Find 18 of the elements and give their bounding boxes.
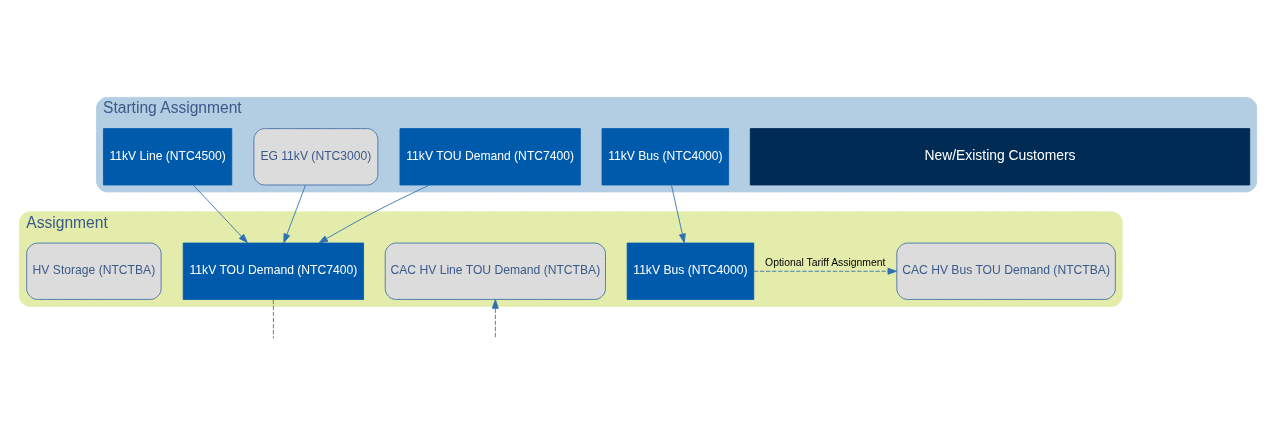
node-box: 11kV Bus (NTC4000) (601, 128, 730, 186)
arrow (193, 184, 248, 244)
node-box: 11kV TOU Demand (NTC7400) (182, 242, 364, 300)
arrow (753, 267, 898, 275)
arrow (491, 299, 499, 339)
connector (272, 299, 274, 339)
arrow (283, 184, 306, 244)
node-box: CAC HV Bus TOU Demand (NTCTBA) (896, 242, 1116, 300)
node-box: CAC HV Line TOU Demand (NTCTBA) (384, 242, 606, 300)
node-box: New/Existing Customers (749, 128, 1251, 186)
node-box: 11kV Line (NTC4500) (103, 128, 233, 186)
node-box: 11kV TOU Demand (NTC7400) (399, 128, 581, 186)
node-box: HV Storage (NTCTBA) (26, 242, 162, 300)
node-box: EG 11kV (NTC3000) (253, 128, 379, 186)
node-box: 11kV Bus (NTC4000) (626, 242, 755, 300)
arrow (671, 184, 686, 244)
edge-label: Optional Tariff Assignment (765, 256, 886, 268)
arrow (318, 184, 430, 244)
